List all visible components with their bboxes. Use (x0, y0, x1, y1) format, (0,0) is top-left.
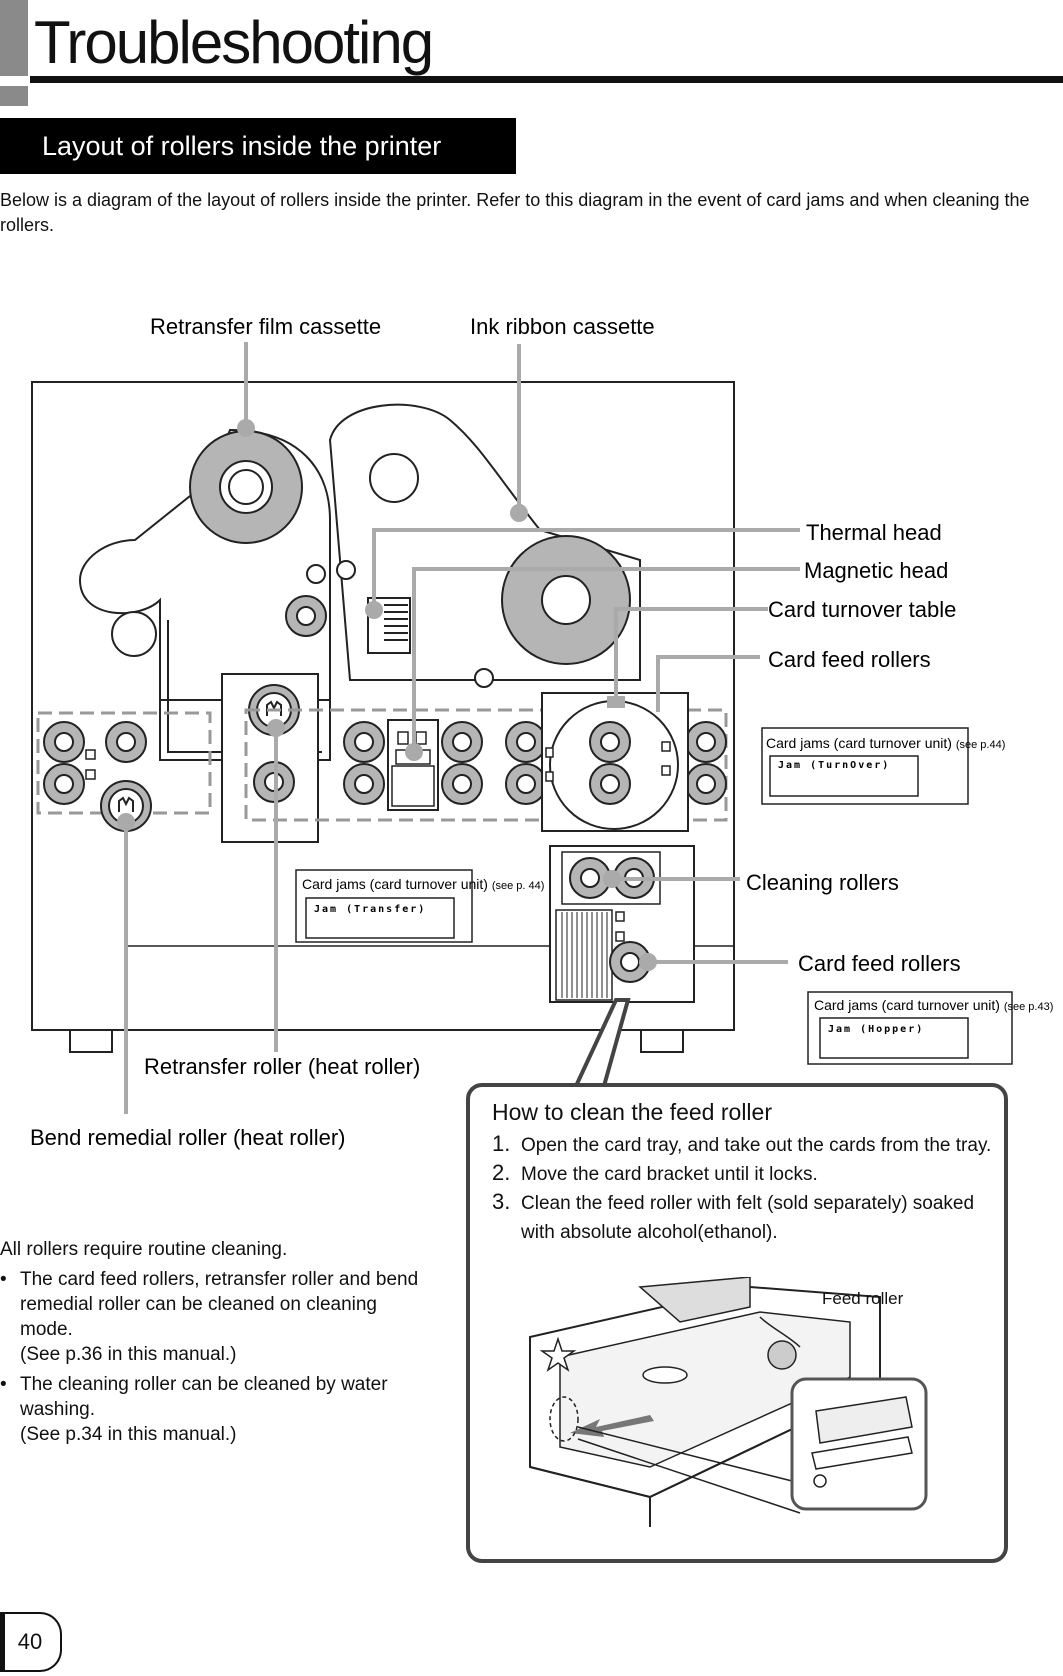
ribbon-take-up-spool (369, 453, 419, 503)
page-number-bar (0, 1612, 5, 1672)
star-icon (539, 1336, 577, 1372)
jam-transfer-screen: Jam (Transfer) (314, 904, 426, 915)
list-item: • The cleaning roller can be cleaned by … (0, 1372, 430, 1447)
page-title: Troubleshooting (34, 9, 434, 76)
howto-step: 2. Move the card bracket until it locks. (492, 1160, 992, 1189)
note-ref: (See p.36 in this manual.) (20, 1344, 237, 1365)
howto-clean-feed-roller: How to clean the feed roller 1. Open the… (466, 1083, 1008, 1563)
step-text: Clean the feed roller with felt (sold se… (521, 1193, 975, 1243)
howto-steps: 1. Open the card tray, and take out the … (492, 1131, 992, 1247)
jam-turnover-caption: Card jams (card turnover unit) (see p.44… (766, 735, 1005, 751)
step-text: Open the card tray, and take out the car… (521, 1135, 992, 1156)
note-ref: (See p.34 in this manual.) (20, 1424, 237, 1445)
label-cleaning-rollers: Cleaning rollers (746, 870, 899, 895)
roller-layout-diagram: Retransfer film cassette Ink ribbon cass… (30, 314, 1053, 1150)
bullet: • (0, 1269, 7, 1290)
chassis-foot-left (69, 1029, 113, 1053)
label-thermal-head: Thermal head (806, 520, 942, 545)
card-stack (555, 909, 613, 1001)
film-guide-roller (285, 595, 327, 637)
step-number: 3. (492, 1189, 511, 1214)
ink-ribbon-spool (501, 535, 631, 665)
label-card-turnover-table: Card turnover table (768, 597, 956, 622)
howto-title: How to clean the feed roller (492, 1099, 772, 1125)
list-item: • The card feed rollers, retransfer roll… (0, 1267, 430, 1367)
feed-roller-icon (767, 1340, 797, 1370)
arrow-icon (570, 1415, 654, 1437)
label-bend-remedial-roller: Bend remedial roller (heat roller) (30, 1125, 345, 1150)
label-magnetic-head: Magnetic head (804, 558, 948, 583)
jam-hopper-caption: Card jams (card turnover unit) (see p.43… (814, 997, 1053, 1013)
notes-list: • The card feed rollers, retransfer roll… (0, 1267, 430, 1447)
header-tab-top (0, 0, 28, 76)
cleaning-notes: All rollers require routine cleaning. • … (0, 1237, 430, 1447)
chassis-foot-right (640, 1029, 684, 1053)
bullet: • (0, 1374, 7, 1395)
title-rule (30, 76, 1063, 83)
label-retransfer-roller: Retransfer roller (heat roller) (144, 1054, 420, 1079)
howto-step: 1. Open the card tray, and take out the … (492, 1131, 992, 1160)
film-take-up-spool (111, 611, 157, 657)
leader-lines (124, 342, 800, 1114)
howto-step: 3. Clean the feed roller with felt (sold… (492, 1189, 992, 1247)
page-number: 40 (0, 1612, 62, 1672)
label-retransfer-film-cassette: Retransfer film cassette (150, 314, 381, 339)
intro-paragraph: Below is a diagram of the layout of roll… (0, 190, 1030, 235)
feed-roller-illustration (529, 1277, 928, 1527)
label-card-feed-rollers-top: Card feed rollers (768, 647, 931, 672)
jam-transfer-caption: Card jams (card turnover unit) (see p. 4… (302, 876, 544, 892)
note-text: The cleaning roller can be cleaned by wa… (20, 1374, 388, 1420)
step-text: Move the card bracket until it locks. (521, 1164, 818, 1185)
step-number: 2. (492, 1160, 511, 1185)
jam-hopper-screen: Jam (Hopper) (828, 1024, 924, 1035)
note-text: The card feed rollers, retransfer roller… (20, 1269, 419, 1340)
label-card-feed-rollers-bottom: Card feed rollers (798, 951, 961, 976)
step-number: 1. (492, 1131, 511, 1156)
retransfer-film-spool (189, 430, 303, 544)
header-tab-bottom (0, 86, 28, 106)
section-banner: Layout of rollers inside the printer (0, 118, 516, 174)
jam-turnover-screen: Jam (TurnOver) (778, 760, 890, 771)
label-ink-ribbon-cassette: Ink ribbon cassette (470, 314, 655, 339)
feed-roller-label: Feed roller (822, 1289, 904, 1308)
notes-lead: All rollers require routine cleaning. (0, 1239, 288, 1260)
